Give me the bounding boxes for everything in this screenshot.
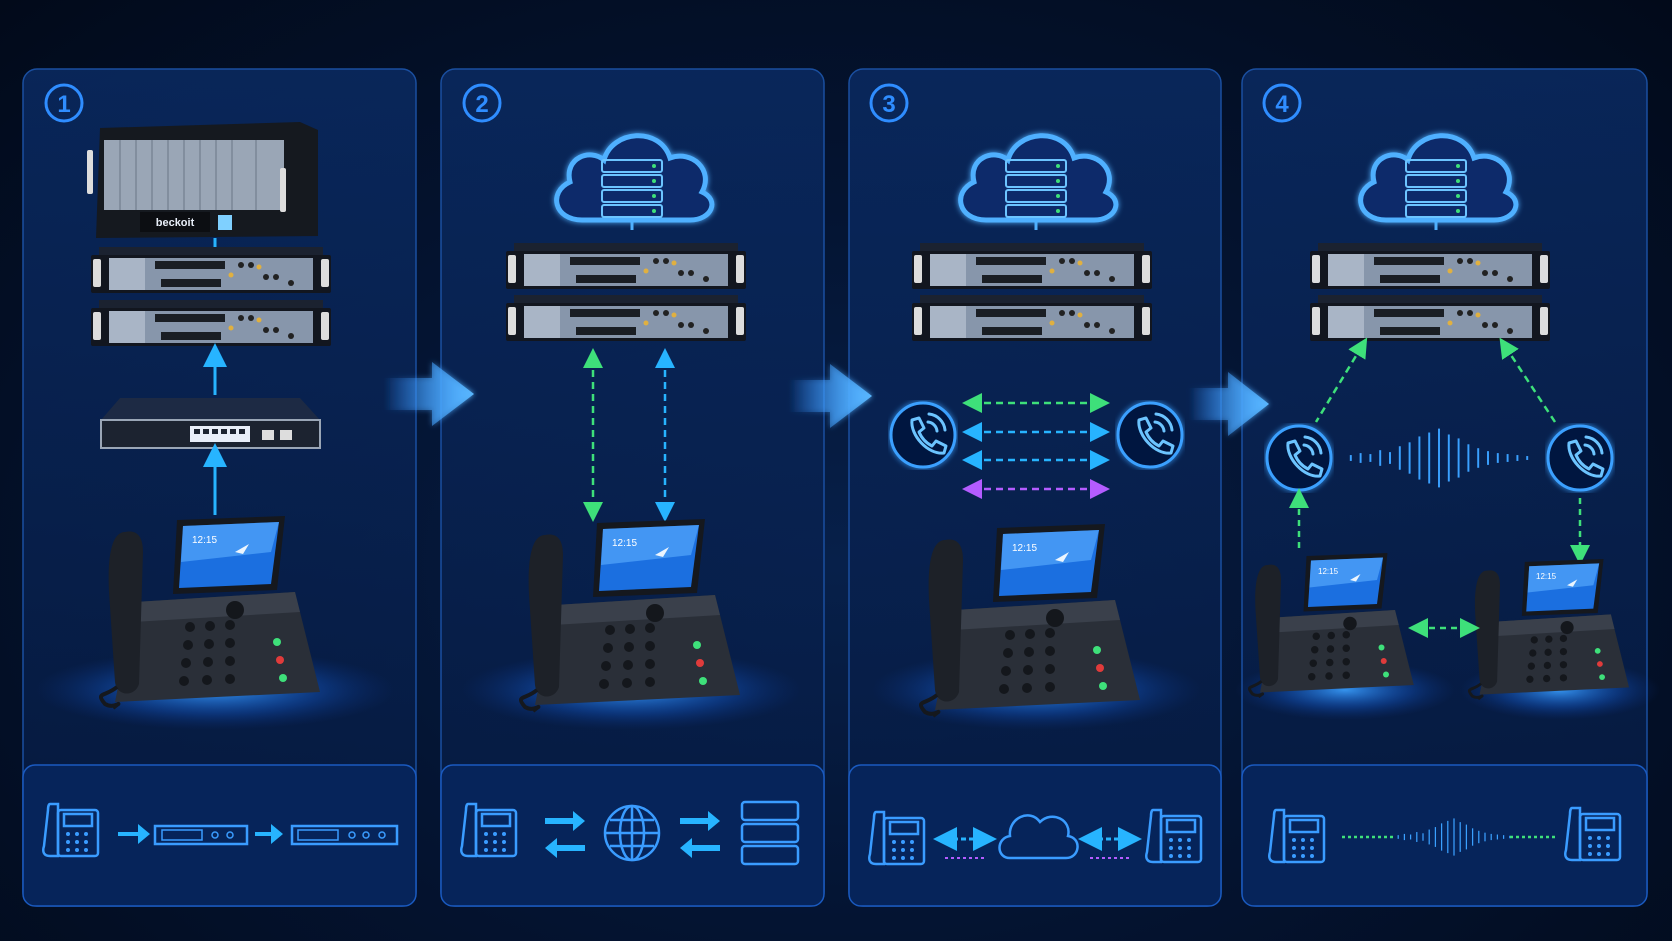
phone-screen-time: 12:15 [612,538,637,549]
call-icon [1548,426,1612,490]
bidirectional-arrows-icon [545,811,585,858]
phone-screen-time: 12:15 [192,535,217,546]
summary-box-3 [848,764,1222,907]
call-icon [891,403,955,467]
call-icon [1267,426,1331,490]
switch-icon [153,824,249,846]
svg-text:1: 1 [57,91,70,118]
rack-gateway [506,295,746,341]
dashed-arrow-green [1499,337,1557,423]
brand-logo: beckoit [156,217,195,229]
phone-screen-time: 12:15 [1012,543,1037,554]
step-number-4: 4 [1262,83,1302,123]
pbx-gateway-icon [290,824,399,846]
step-number-2: 2 [462,83,502,123]
arrow-right-icon [118,824,150,844]
rack-gateway [912,295,1152,341]
rack-gateway [91,247,331,293]
next-step-arrow [1189,372,1269,436]
rack-gateway [912,243,1152,289]
rack-gateway [1310,295,1550,341]
globe-icon [603,804,661,862]
call-icon [1118,403,1182,467]
next-step-arrow [384,362,474,426]
next-step-arrow [789,364,872,428]
summary-box-4 [1241,764,1648,907]
svg-text:2: 2 [475,91,488,118]
phone-screen-time: 12:15 [1318,567,1339,576]
rack-gateway [91,300,331,346]
server-stack-icon [740,800,800,866]
rack-gateway [506,243,746,289]
arrow-right-icon [255,824,283,844]
step-number-3: 3 [869,83,909,123]
network-switch [100,398,321,449]
dashed-arrow-green [1314,337,1368,423]
rack-gateway [1310,243,1550,289]
summary-box-2 [440,764,825,907]
svg-text:4: 4 [1275,91,1289,118]
svg-text:3: 3 [882,91,895,118]
phone-screen-time: 12:15 [1536,572,1557,581]
step-number-1: 1 [44,83,84,123]
summary-box-1 [22,764,417,907]
cloud-icon [998,814,1079,860]
pbx-chassis: beckoit [87,122,318,238]
bidirectional-arrows-icon [680,811,720,858]
